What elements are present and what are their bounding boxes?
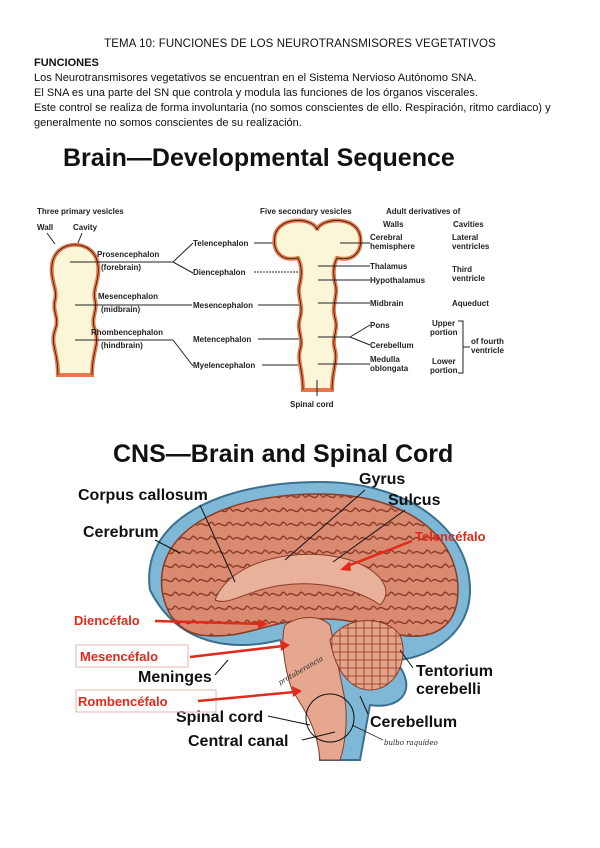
primary-vesicle-shape [49, 242, 101, 377]
wall-cerebellum: Cerebellum [370, 341, 414, 350]
label-tentorium: Tentorium [416, 663, 493, 680]
section-heading: FUNCIONES [34, 57, 99, 69]
wall-hypothalamus: Hypothalamus [370, 276, 426, 285]
primary-mesencephalon: Mesencephalon [98, 292, 158, 301]
annotation-rombencefalo: Rombencéfalo [78, 694, 168, 709]
label-cerebrum: Cerebrum [83, 524, 159, 541]
wall-oblongata: oblongata [370, 364, 409, 373]
brainstem-shape [282, 617, 347, 761]
cavity-ventricle: ventricle [452, 274, 485, 283]
paragraph-line: El SNA es una parte del SN que controla … [34, 87, 478, 99]
col-primary-label: Three primary vesicles [37, 207, 124, 216]
cavity-ventricles: ventricles [452, 242, 490, 251]
primary-forebrain: (forebrain) [101, 263, 141, 272]
secondary-mesencephalon: Mesencephalon [193, 301, 253, 310]
primary-hindbrain: (hindbrain) [101, 341, 143, 350]
paragraph-line: generalmente no somos conscientes de su … [34, 117, 302, 129]
page-title: TEMA 10: FUNCIONES DE LOS NEUROTRANSMISO… [104, 38, 496, 50]
cavity-aqueduct: Aqueduct [452, 299, 489, 308]
secondary-diencephalon: Diencephalon [193, 268, 246, 277]
paragraph-line: Los Neurotransmisores vegetativos se enc… [34, 72, 477, 84]
label-meninges: Meninges [138, 669, 212, 686]
label-central-canal: Central canal [188, 733, 288, 750]
label-corpus-callosum: Corpus callosum [78, 487, 208, 504]
label-cerebellum: Cerebellum [370, 714, 457, 731]
cavity-label: Cavity [73, 223, 98, 232]
figure1-title: Brain—Developmental Sequence [63, 144, 455, 172]
developmental-sequence-diagram: Three primary vesicles Five secondary ve… [37, 207, 504, 409]
label-sulcus: Sulcus [388, 492, 441, 509]
secondary-myelencephalon: Myelencephalon [193, 361, 255, 370]
wall-pons: Pons [370, 321, 390, 330]
primary-prosencephalon: Prosencephalon [97, 250, 159, 259]
cavity-third: Third [452, 265, 472, 274]
figure2-title: CNS—Brain and Spinal Cord [113, 440, 454, 468]
label-spinal-cord: Spinal cord [176, 709, 263, 726]
primary-rhombencephalon: Rhombencephalon [91, 328, 163, 337]
spinal-cord-label: Spinal cord [290, 400, 334, 409]
label-cerebelli: cerebelli [416, 681, 481, 698]
handwritten-bulbo: bulbo raquídeo [384, 739, 438, 747]
cavity-upper: Upper [432, 319, 455, 328]
label-gyrus: Gyrus [359, 471, 405, 488]
secondary-telencephalon: Telencephalon [193, 239, 249, 248]
secondary-metencephalon: Metencephalon [193, 335, 251, 344]
annotation-mesencefalo: Mesencéfalo [80, 649, 158, 664]
cavity-lower-portion: portion [430, 366, 458, 375]
cerebellum-shape [329, 620, 404, 691]
wall-hemisphere: hemisphere [370, 242, 415, 251]
col-secondary-label: Five secondary vesicles [260, 207, 352, 216]
col-adult-label: Adult derivatives of [386, 207, 461, 216]
wall-cerebral: Cerebral [370, 233, 402, 242]
col-walls-label: Walls [383, 220, 404, 229]
col-cavities-label: Cavities [453, 220, 484, 229]
paragraph-line: Este control se realiza de forma involun… [34, 102, 551, 114]
cavity-fourth-ventricle: ventricle [471, 346, 504, 355]
cavity-lower: Lower [432, 357, 456, 366]
brain-spinal-cord-diagram: Corpus callosum Gyrus Sulcus Cerebrum Me… [74, 471, 493, 761]
cavity-upper-portion: portion [430, 328, 458, 337]
wall-thalamus: Thalamus [370, 262, 408, 271]
cavity-of-fourth: of fourth [471, 337, 504, 346]
primary-midbrain: (midbrain) [101, 305, 140, 314]
wall-medulla: Medulla [370, 355, 400, 364]
cavity-lateral: Lateral [452, 233, 478, 242]
annotation-telencefalo: Telencéfalo [415, 529, 486, 544]
wall-midbrain: Midbrain [370, 299, 403, 308]
annotation-diencefalo: Diencéfalo [74, 613, 140, 628]
wall-label: Wall [37, 223, 53, 232]
